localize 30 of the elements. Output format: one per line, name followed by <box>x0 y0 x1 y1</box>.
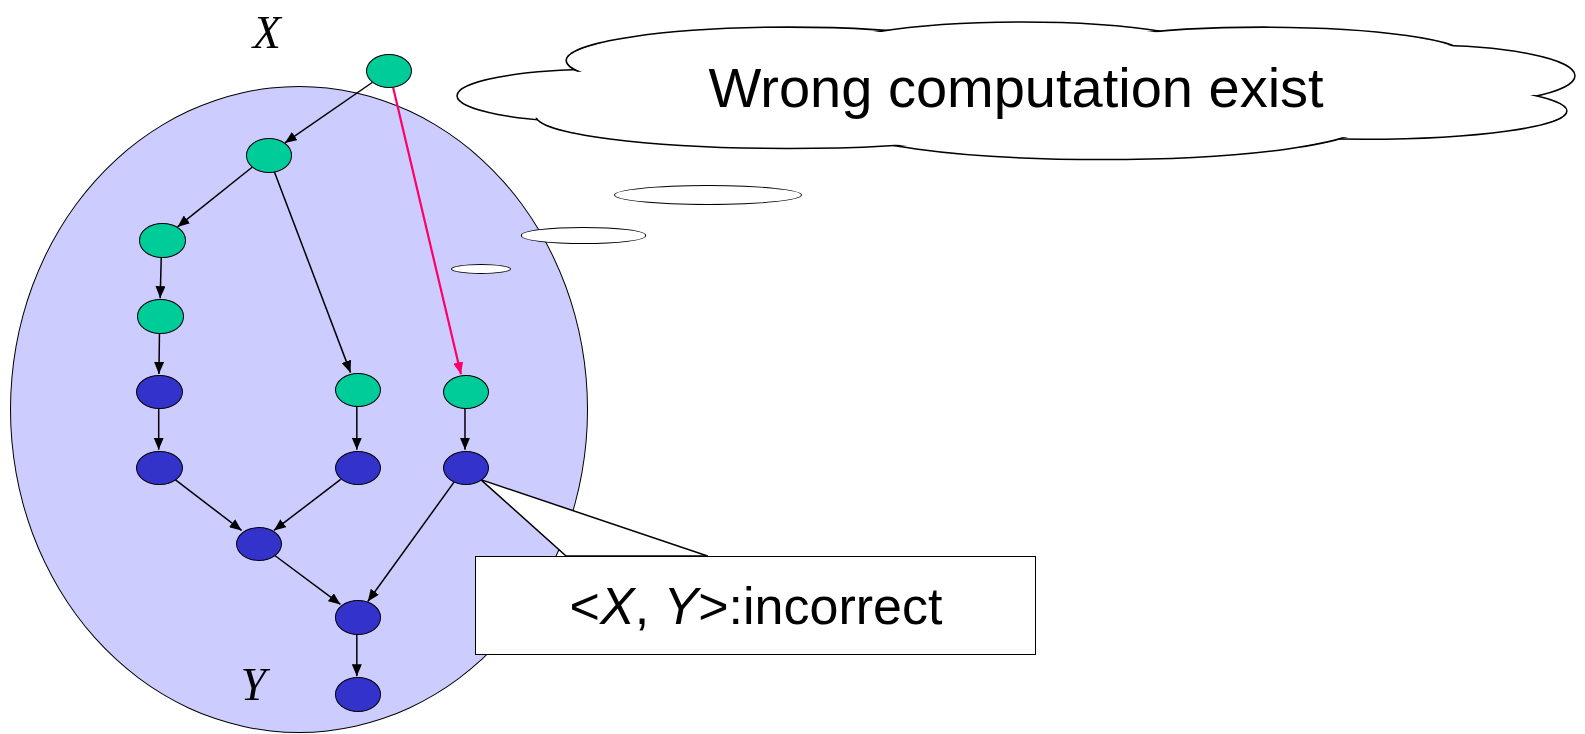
graph-node <box>137 299 184 334</box>
graph-node <box>442 450 490 486</box>
arrow <box>273 170 352 374</box>
graph-node <box>334 372 382 408</box>
node-caption: X <box>252 10 281 57</box>
arrow <box>367 481 455 603</box>
graph-node <box>442 375 490 410</box>
arrow <box>273 554 342 606</box>
thought-bubble <box>450 263 512 274</box>
arrow <box>392 87 464 375</box>
graph-node <box>334 600 382 635</box>
arrow <box>154 331 165 375</box>
arrow <box>351 633 362 677</box>
arrow <box>460 407 470 451</box>
arrow <box>176 166 253 228</box>
arrow <box>153 407 164 451</box>
arrow <box>155 256 166 299</box>
callout-text: <X, Y>:incorrect <box>569 580 943 633</box>
graph-node <box>235 526 282 561</box>
graph-node <box>334 450 382 486</box>
graph-node <box>136 450 183 486</box>
arrow <box>174 478 243 532</box>
graph-node <box>139 223 186 258</box>
graph-node <box>334 677 382 712</box>
graph-node <box>365 53 413 88</box>
arrow <box>351 405 362 451</box>
graph-node <box>136 375 183 410</box>
graph-node <box>245 138 293 173</box>
arrow <box>284 81 373 144</box>
arrow <box>273 478 342 532</box>
